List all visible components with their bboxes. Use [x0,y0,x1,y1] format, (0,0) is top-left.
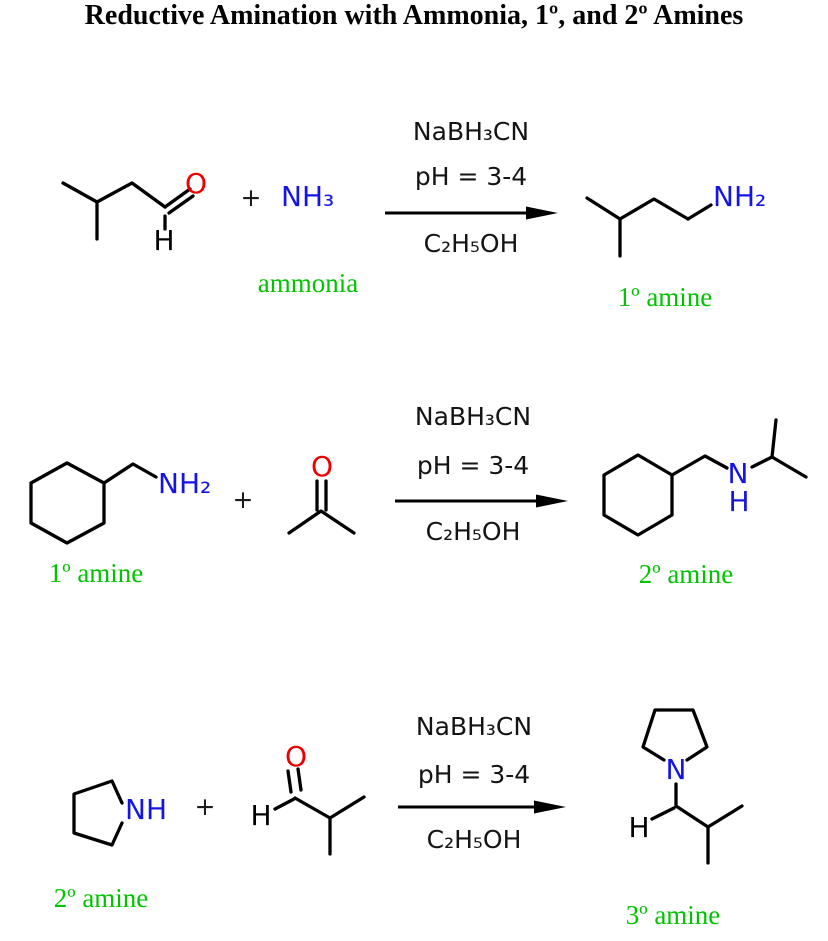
nitrogen-atom-label: N [728,457,749,490]
bond-lines [585,196,713,258]
ammonia-caption: ammonia [257,268,359,298]
carbon-nitrogen-bond [686,203,713,221]
molecule-isobutyraldehyde: H O [250,740,366,856]
reactant-caption: 2º amine [53,883,149,913]
oxygen-atom-label: O [185,167,207,200]
reaction-arrow-icon [385,206,558,220]
amine-group-label: NH₂ [713,180,766,213]
page-title: Reductive Amination with Ammonia, 1º, an… [84,0,744,31]
bond-lines [641,708,744,865]
hydrogen-atom-label: H [153,224,174,257]
plus-sign: + [194,792,216,821]
molecule-tertiary-amine-product: N H [628,708,744,865]
product-caption: 3º amine [625,900,721,930]
reagent-label: NaBH₃CN [414,402,532,431]
bond-lines [287,479,356,535]
nh-hydrogen-label: H [728,485,749,518]
ch-hydrogen-label: H [628,811,649,844]
bond-lines [602,418,808,537]
ph-label: pH = 3-4 [414,162,528,191]
molecule-pyrrolidine: NH [72,779,167,847]
nitrogen-atom-label: N [666,753,687,786]
plus-sign: + [240,183,262,212]
nh-group-label: NH [125,793,167,826]
solvent-label: C₂H₅OH [425,517,521,546]
bond-lines [72,779,124,847]
product-caption: 1º amine [617,282,713,312]
ph-label: pH = 3-4 [416,451,530,480]
reaction-arrow-icon [398,800,566,814]
ammonia-formula: NH₃ [281,180,335,213]
plus-sign: + [232,485,254,514]
solvent-label: C₂H₅OH [426,825,522,854]
molecule-acetone: O [287,450,356,535]
reagent-label: NaBH₃CN [415,712,533,741]
oxygen-atom-label: O [311,450,333,483]
molecule-secondary-amine-product: N H [602,418,808,537]
reaction-arrow-icon [395,494,568,508]
molecule-aldehyde-1: O H [61,167,207,257]
aldehyde-hydrogen-label: H [250,799,271,832]
reagent-label: NaBH₃CN [412,117,530,146]
reactant-caption: 1º amine [48,558,144,588]
molecule-cyclohexylmethylamine: NH₂ [29,461,211,545]
molecule-primary-amine-product: NH₂ [585,180,766,258]
solvent-label: C₂H₅OH [423,229,519,258]
oxygen-atom-label: O [285,740,307,773]
pyrrolidine-ring [641,708,709,762]
amine-group-label: NH₂ [158,467,211,500]
product-caption: 2º amine [638,559,734,589]
bond-lines [29,461,158,545]
ph-label: pH = 3-4 [417,760,531,789]
pyrrolidine-ring [72,779,124,847]
bond-lines [61,181,195,241]
bond-lines [273,767,366,856]
